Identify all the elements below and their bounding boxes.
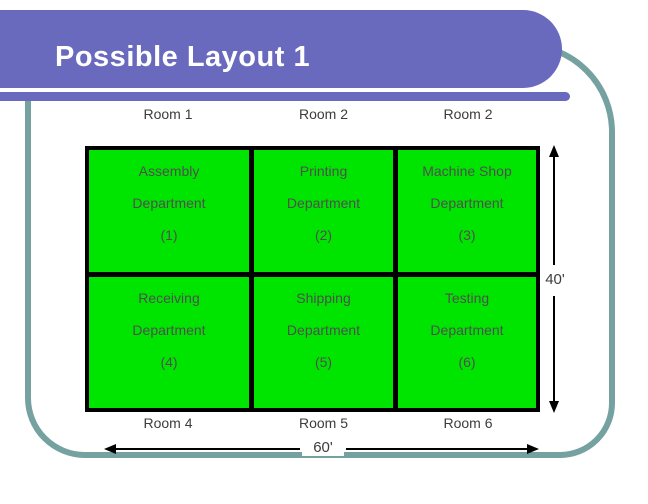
- room-label-bottom-4: Room 4: [143, 415, 193, 431]
- room-cell-shipping: Shipping Department (5): [254, 277, 393, 408]
- room-label-top-3: Room 2: [443, 106, 493, 122]
- dimension-line-horizontal-left: [114, 448, 300, 450]
- room-label-top-2: Room 2: [298, 106, 349, 122]
- width-dimension-label: 60': [302, 439, 344, 456]
- height-dimension-label: 40': [540, 271, 570, 288]
- department-word: Department: [286, 322, 361, 338]
- department-word: Department: [430, 322, 504, 338]
- dimension-line-vertical-bottom: [553, 296, 555, 403]
- department-number: (4): [160, 354, 178, 370]
- department-word: Department: [132, 322, 206, 338]
- department-number: (1): [160, 227, 178, 243]
- room-cell-printing: Printing Department (2): [254, 150, 393, 272]
- facility-layout-table: Assembly Department (1) Printing Departm…: [85, 146, 540, 412]
- room-cell-machine-shop: Machine Shop Department (3): [398, 150, 536, 272]
- department-number: (6): [458, 354, 476, 370]
- arrow-left-icon: [104, 444, 116, 454]
- department-name: Receiving: [138, 290, 200, 306]
- dimension-line-vertical-top: [553, 155, 555, 265]
- title-banner: Possible Layout 1: [0, 10, 562, 88]
- department-word: Department: [430, 195, 504, 211]
- department-name: Testing: [444, 290, 490, 306]
- department-number: (3): [458, 227, 476, 243]
- arrow-up-icon: [549, 145, 559, 157]
- dimension-line-horizontal-right: [346, 448, 528, 450]
- room-cell-testing: Testing Department (6): [398, 277, 536, 408]
- department-number: (5): [314, 354, 333, 370]
- room-cell-assembly: Assembly Department (1): [89, 150, 249, 272]
- arrow-right-icon: [527, 444, 539, 454]
- banner-gap: [0, 86, 558, 92]
- room-label-bottom-6: Room 6: [443, 415, 493, 431]
- department-word: Department: [132, 195, 206, 211]
- department-name: Machine Shop: [422, 163, 512, 179]
- arrow-down-icon: [549, 401, 559, 413]
- title-underline-bar: [0, 92, 570, 101]
- room-label-bottom-5: Room 5: [298, 415, 349, 431]
- department-word: Department: [286, 195, 361, 211]
- department-name: Shipping: [296, 290, 351, 306]
- room-label-top-1: Room 1: [143, 106, 193, 122]
- department-number: (2): [314, 227, 333, 243]
- department-name: Printing: [299, 163, 348, 179]
- page-title: Possible Layout 1: [55, 41, 311, 73]
- department-name: Assembly: [138, 163, 200, 179]
- room-cell-receiving: Receiving Department (4): [89, 277, 249, 408]
